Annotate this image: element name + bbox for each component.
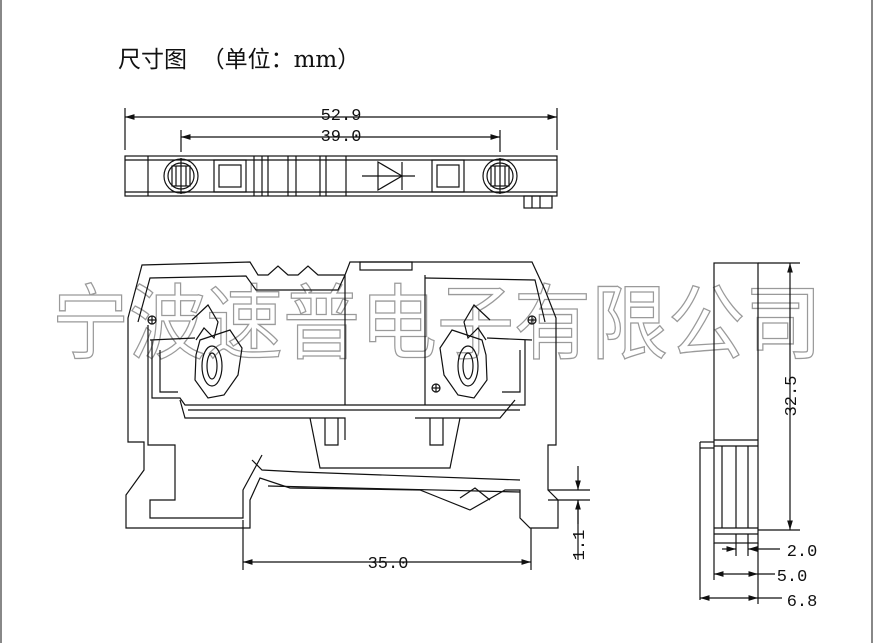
dim-35-0-label: 35.0 — [368, 555, 409, 574]
dim-2-0-label: 2.0 — [787, 543, 818, 562]
front-view — [125, 261, 590, 570]
dim-6-8-label: 6.8 — [787, 593, 818, 612]
watermark-text: 宁波速普电子有限公司 — [52, 277, 822, 372]
dim-39-0-label: 39.0 — [321, 128, 362, 147]
dim-52-9-label: 52.9 — [321, 107, 362, 126]
dim-5-0-label: 5.0 — [777, 568, 808, 587]
side-view — [699, 262, 800, 604]
top-view — [124, 108, 558, 209]
page-title: 尺寸图 （单位：mm） — [118, 47, 361, 73]
dim-1-1-label: 1.1 — [571, 530, 590, 561]
dim-32-5-label: 32.5 — [783, 376, 802, 417]
